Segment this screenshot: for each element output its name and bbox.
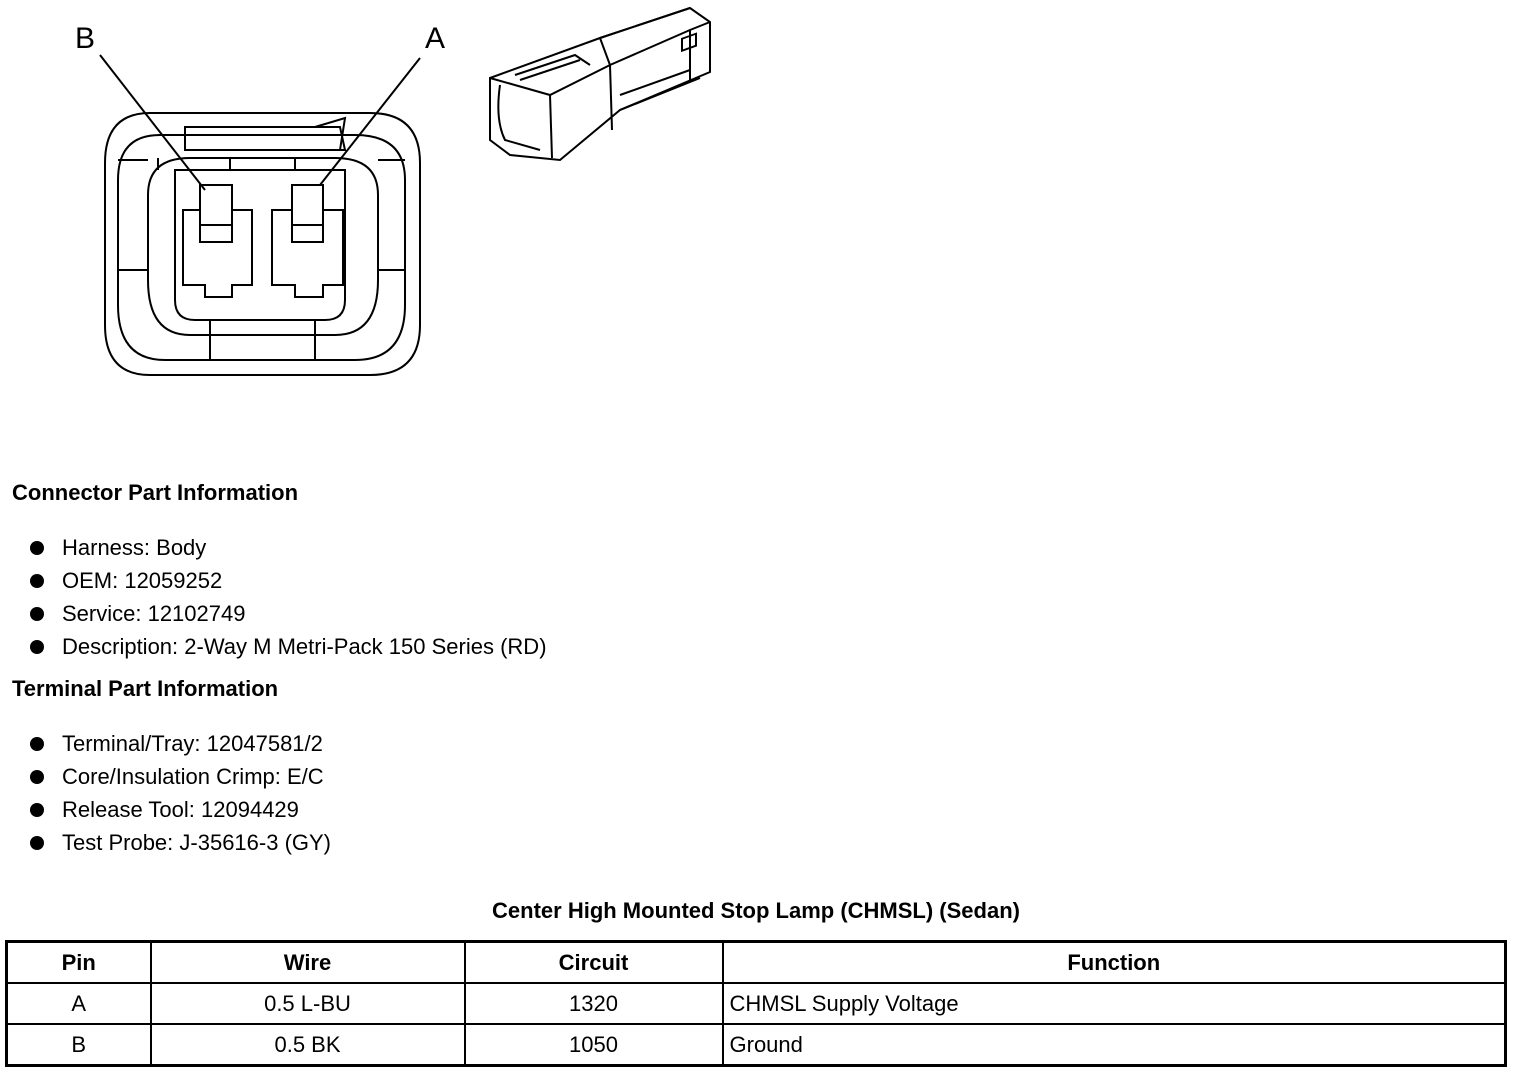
column-header-circuit: Circuit [463,940,724,984]
connector-face-outline [104,112,421,376]
cell-circuit: 1050 [463,1023,724,1067]
cell-pin: A [5,982,152,1025]
cell-pin: B [5,1023,152,1067]
cell-wire: 0.5 BK [149,1023,466,1067]
list-item: Description: 2-Way M Metri-Pack 150 Seri… [30,630,547,663]
cell-circuit: 1320 [463,982,724,1025]
cell-function: CHMSL Supply Voltage [721,982,1507,1025]
bullet-icon [30,770,44,784]
bullet-icon [30,640,44,654]
terminal-part-info-title: Terminal Part Information [12,676,279,701]
list-item: Release Tool: 12094429 [30,793,331,826]
bullet-icon [30,836,44,850]
list-item: Test Probe: J-35616-3 (GY) [30,826,331,859]
bullet-icon [30,541,44,555]
bullet-icon [30,607,44,621]
column-header-wire: Wire [149,940,466,984]
connector-part-info-list: Harness: Body OEM: 12059252 Service: 121… [30,531,547,663]
connector-isometric-view [489,6,711,162]
leader-line-b [99,54,206,191]
list-item: OEM: 12059252 [30,564,547,597]
bullet-icon [30,803,44,817]
table-header-row: Pin Wire Circuit Function [5,940,1507,984]
table-row: A 0.5 L-BU 1320 CHMSL Supply Voltage [5,982,1507,1025]
column-header-function: Function [721,940,1507,984]
list-item: Terminal/Tray: 12047581/2 [30,727,331,760]
pinout-table: Pin Wire Circuit Function A 0.5 L-BU 132… [5,940,1507,1067]
cell-wire: 0.5 L-BU [149,982,466,1025]
column-header-pin: Pin [5,940,152,984]
pin-b-label: B [75,22,95,55]
bullet-icon [30,737,44,751]
bullet-icon [30,574,44,588]
list-item: Harness: Body [30,531,547,564]
list-item: Service: 12102749 [30,597,547,630]
terminal-part-info-list: Terminal/Tray: 12047581/2 Core/Insulatio… [30,727,331,859]
cell-function: Ground [721,1023,1507,1067]
connector-part-info-title: Connector Part Information [12,480,299,505]
leader-line-a [319,57,421,186]
pin-a-label: A [425,22,445,55]
table-row: B 0.5 BK 1050 Ground [5,1023,1507,1067]
connector-diagram: B A [75,6,711,376]
list-item: Core/Insulation Crimp: E/C [30,760,331,793]
table-title: Center High Mounted Stop Lamp (CHMSL) (S… [492,898,1020,923]
